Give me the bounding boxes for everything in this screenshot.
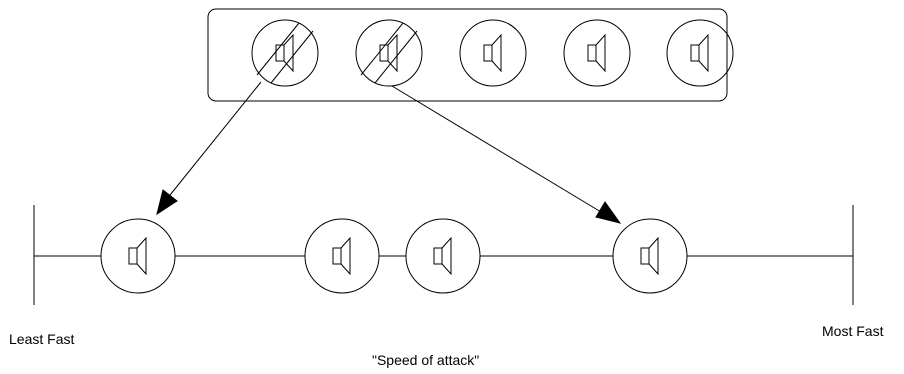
strike-line [270, 30, 314, 84]
speaker-icon [483, 34, 502, 72]
scale-sound-4[interactable] [612, 218, 688, 294]
sound-circle [251, 19, 319, 87]
tray-sound-5[interactable] [666, 19, 734, 87]
sound-tray [207, 8, 728, 102]
sound-circle [459, 19, 527, 87]
arrowhead [156, 189, 178, 216]
speaker-icon [690, 34, 709, 72]
strike-line [256, 22, 300, 76]
tray-sound-2[interactable] [355, 19, 423, 87]
sound-circle [100, 218, 176, 294]
most-fast-label: Most Fast [822, 323, 884, 339]
scale-sound-1[interactable] [100, 218, 176, 294]
arrowhead [595, 201, 622, 224]
speaker-icon [587, 34, 606, 72]
sound-circle [405, 218, 481, 294]
tray-sound-3[interactable] [459, 19, 527, 87]
least-fast-label: Least Fast [9, 331, 75, 347]
tray-sound-1[interactable] [251, 19, 319, 87]
scale-sound-3[interactable] [405, 218, 481, 294]
sound-circle [612, 218, 688, 294]
arrow-tray1-to-scale [156, 81, 262, 216]
scale-sound-2[interactable] [304, 218, 380, 294]
sound-circle [304, 218, 380, 294]
sound-circle [355, 19, 423, 87]
strike-line [374, 30, 418, 84]
strike-line [360, 22, 404, 76]
tray-sound-4[interactable] [563, 19, 631, 87]
arrow-tray2-to-scale [391, 85, 622, 224]
sound-circle [563, 19, 631, 87]
sound-circle [666, 19, 734, 87]
axis-title: "Speed of attack" [372, 352, 480, 368]
